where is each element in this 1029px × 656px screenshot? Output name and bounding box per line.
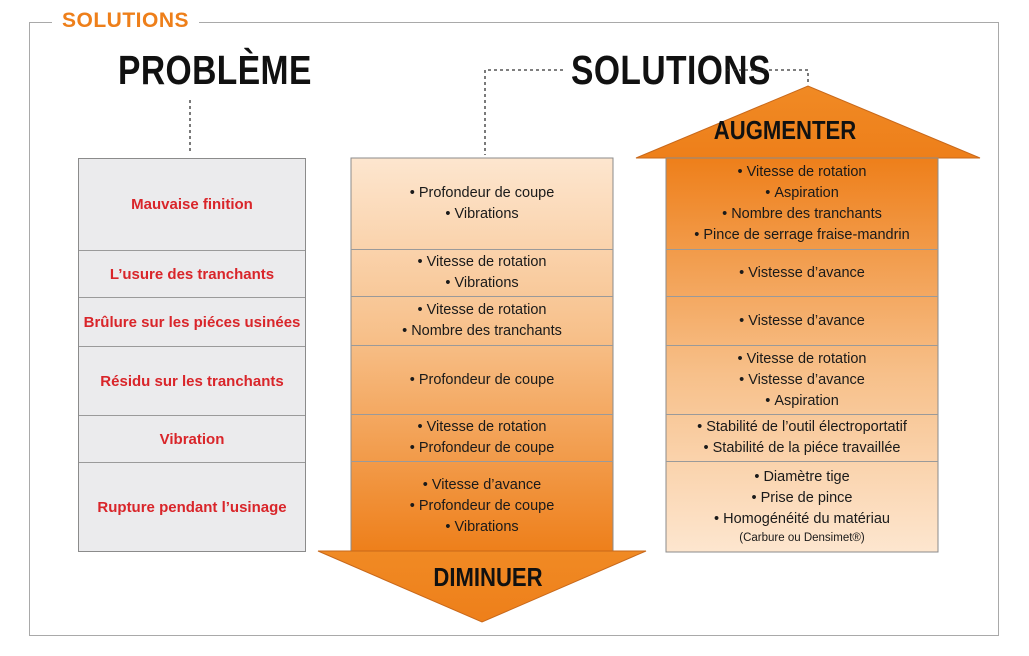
problem-cell: Rupture pendant l’usinage [79,463,305,551]
problem-cell: L’usure des tranchants [79,251,305,298]
diminuer-item: Vibrations [445,204,518,225]
diminuer-column: Profondeur de coupeVibrationsVitesse de … [351,158,613,552]
augmenter-item: Vistesse d’avance [739,370,865,391]
augmenter-item: Vitesse de rotation [738,162,867,183]
augmenter-cell: Vitesse de rotationAspirationNombre des … [666,158,938,250]
diminuer-cell: Profondeur de coupeVibrations [351,158,613,250]
diminuer-cell: Vitesse de rotationVibrations [351,250,613,297]
augmenter-item: Aspiration [765,391,838,412]
diminuer-item: Profondeur de coupe [410,438,554,459]
problem-label: Vibration [159,430,225,448]
diminuer-cell: Vitesse de rotationNombre des tranchants [351,297,613,346]
augmenter-item: Stabilité de l’outil électroportatif [697,417,907,438]
problem-label: Résidu sur les tranchants [100,372,284,390]
augmenter-cell: Vistesse d’avance [666,297,938,346]
problem-cell: Vibration [79,416,305,463]
augmenter-item: Homogénéité du matériau [714,509,890,530]
problem-label: Rupture pendant l’usinage [97,498,287,516]
augmenter-cell: Stabilité de l’outil électroportatifStab… [666,415,938,462]
diminuer-item: Profondeur de coupe [410,496,554,517]
solutions-connector-left [484,69,563,155]
solutions-connector-right [727,69,809,84]
augmenter-item: Vistesse d’avance [739,263,865,284]
augmenter-cell: Diamètre tigePrise de pinceHomogénéité d… [666,462,938,550]
augmenter-cell: Vitesse de rotationVistesse d’avanceAspi… [666,346,938,415]
diminuer-cell: Vitesse d’avanceProfondeur de coupeVibra… [351,462,613,550]
augmenter-label: AUGMENTER [713,115,857,145]
diminuer-item: Vitesse de rotation [418,300,547,321]
problem-label: L’usure des tranchants [109,265,275,283]
augmenter-column: Vitesse de rotationAspirationNombre des … [666,158,938,552]
diminuer-cell: Profondeur de coupe [351,346,613,415]
augmenter-note: (Carbure ou Densimet®) [739,531,865,544]
augmenter-cell: Vistesse d’avance [666,250,938,297]
diminuer-item: Vibrations [445,273,518,294]
augmenter-item: Stabilité de la piéce travaillée [704,438,901,459]
problem-heading: PROBLÈME [118,47,312,93]
problem-cell: Brûlure sur les piéces usinées [79,298,305,347]
diminuer-item: Profondeur de coupe [410,370,554,391]
diminuer-arrow-head [317,550,647,623]
solutions-heading: SOLUTIONS [571,47,771,93]
augmenter-item: Aspiration [765,183,838,204]
problem-label: Mauvaise finition [131,196,253,213]
augmenter-item: Pince de serrage fraise-mandrin [694,225,909,246]
diminuer-item: Vitesse d’avance [423,475,541,496]
augmenter-item: Nombre des tranchants [722,204,882,225]
diminuer-item: Vibrations [445,517,518,538]
diminuer-label: DIMINUER [433,562,543,592]
problem-label: Brûlure sur les piéces usinées [83,313,301,331]
augmenter-item: Prise de pince [752,488,853,509]
augmenter-item: Vistesse d’avance [739,311,865,332]
diminuer-item: Nombre des tranchants [402,321,562,342]
augmenter-item: Diamètre tige [754,467,849,488]
diminuer-item: Profondeur de coupe [410,183,554,204]
problem-cell: Mauvaise finition [79,159,305,251]
outer-frame [29,22,999,636]
diminuer-item: Vitesse de rotation [418,417,547,438]
frame-label: SOLUTIONS [52,9,200,33]
augmenter-item: Vitesse de rotation [738,349,867,370]
problem-cell: Résidu sur les tranchants [79,347,305,416]
diminuer-cell: Vitesse de rotationProfondeur de coupe [351,415,613,462]
diminuer-item: Vitesse de rotation [418,252,547,273]
